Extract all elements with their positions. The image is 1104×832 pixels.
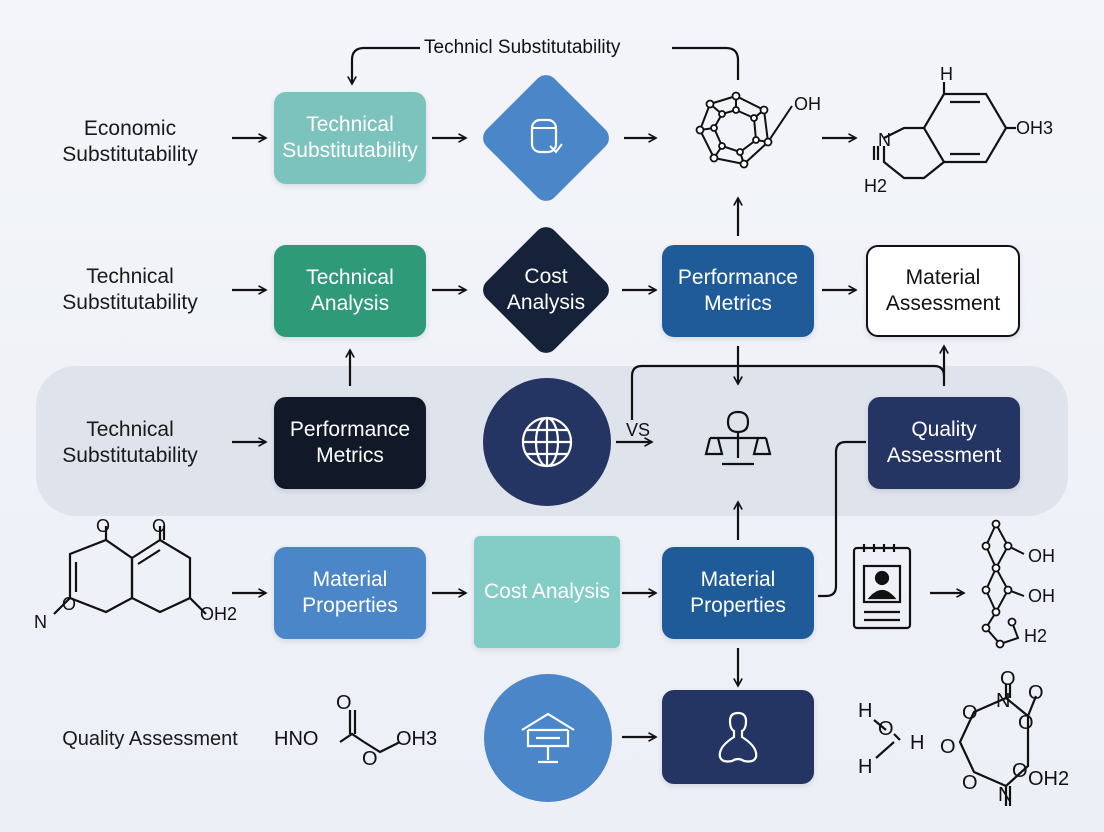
chem-o-ring1: O bbox=[962, 702, 978, 724]
chem-o-w: O bbox=[878, 718, 894, 740]
chem-h2-top: H2 bbox=[864, 176, 888, 196]
balance-scale-icon bbox=[704, 410, 772, 466]
molecule-left bbox=[53, 526, 207, 615]
globe-icon bbox=[521, 416, 573, 468]
chem-o-ring-top2: O bbox=[1028, 682, 1044, 704]
loop-arrow bbox=[352, 46, 740, 84]
flask-node[interactable] bbox=[662, 690, 814, 784]
cost-analysis-diamond-label: Cost Analysis bbox=[506, 265, 586, 314]
material-assessment-node[interactable]: Material Assessment bbox=[866, 245, 1020, 337]
chem-o-ring-top: O bbox=[1000, 668, 1016, 690]
chem-oh3-top: OH3 bbox=[1016, 118, 1054, 138]
row2-label: Technical Substitutability bbox=[62, 265, 198, 314]
molecule-ring bbox=[958, 684, 1038, 806]
chem-n-left: N bbox=[34, 612, 47, 632]
chem-o-c2: O bbox=[362, 748, 378, 770]
document-diamond[interactable] bbox=[478, 70, 614, 206]
chem-o-ring3: O bbox=[940, 736, 956, 758]
molecule-cage bbox=[695, 91, 793, 169]
chem-h-w1: H bbox=[858, 700, 873, 722]
id-card-icon bbox=[852, 544, 912, 630]
chem-hno: HNO bbox=[274, 728, 319, 750]
molecule-chain bbox=[981, 519, 1025, 649]
chem-oh2-ring: OH2 bbox=[1028, 768, 1070, 790]
top-loop-label: Technicl Substitutability bbox=[424, 37, 621, 58]
chem-h-w3: H bbox=[858, 756, 873, 778]
chem-oh2-left: OH2 bbox=[200, 604, 238, 624]
house-icon bbox=[521, 712, 575, 764]
chem-o-ring4: O bbox=[962, 772, 978, 794]
chem-o-left-b: O bbox=[152, 516, 167, 536]
chem-o-left-c: O bbox=[62, 594, 77, 614]
vs-connector bbox=[630, 364, 946, 420]
chem-o-ring5: O bbox=[1012, 760, 1028, 782]
chem-oh-r2: OH bbox=[1028, 586, 1055, 606]
vs-label: VS bbox=[626, 420, 651, 440]
material-properties-node-right[interactable]: Material Properties bbox=[662, 547, 814, 639]
chem-oh-top: OH bbox=[794, 94, 821, 114]
house-circle[interactable] bbox=[484, 674, 612, 802]
chem-h-w2: H bbox=[910, 732, 925, 754]
row1-label: Economic Substitutability bbox=[62, 117, 198, 166]
performance-metrics-node-top[interactable]: Performance Metrics bbox=[662, 245, 814, 337]
molecule-water bbox=[873, 719, 901, 759]
chem-oh-r1: OH bbox=[1028, 546, 1055, 566]
molecule-benzodiazepine bbox=[872, 82, 1016, 180]
cost-analysis-diamond[interactable]: Cost Analysis bbox=[478, 222, 614, 358]
quality-connector bbox=[818, 440, 866, 598]
chem-o-left-a: O bbox=[96, 516, 111, 536]
technical-substitutability-node[interactable]: Technical Substitutability bbox=[274, 92, 426, 184]
chem-o-c1: O bbox=[336, 692, 352, 714]
chem-n-ring2: N bbox=[998, 784, 1013, 806]
globe-circle[interactable] bbox=[483, 378, 611, 506]
chem-n-top: N bbox=[878, 130, 891, 150]
technical-analysis-node[interactable]: Technical Analysis bbox=[274, 245, 426, 337]
chem-h-top: H bbox=[940, 64, 953, 84]
cost-analysis-node[interactable]: Cost Analysis bbox=[474, 536, 620, 648]
flask-icon bbox=[718, 711, 758, 763]
chem-o-ring2: O bbox=[1018, 712, 1034, 734]
material-properties-node-left[interactable]: Material Properties bbox=[274, 547, 426, 639]
row3-label: Technical Substitutability bbox=[62, 418, 198, 467]
chem-oh3-bottom: OH3 bbox=[396, 728, 438, 750]
document-icon bbox=[530, 118, 563, 154]
row5-label: Quality Assessment bbox=[62, 728, 238, 750]
chem-h2-r: H2 bbox=[1024, 626, 1048, 646]
quality-assessment-node[interactable]: Quality Assessment bbox=[868, 397, 1020, 489]
molecule-carbonate bbox=[339, 710, 401, 754]
performance-metrics-node-band[interactable]: Performance Metrics bbox=[274, 397, 426, 489]
chem-n-ring1: N bbox=[996, 690, 1011, 712]
